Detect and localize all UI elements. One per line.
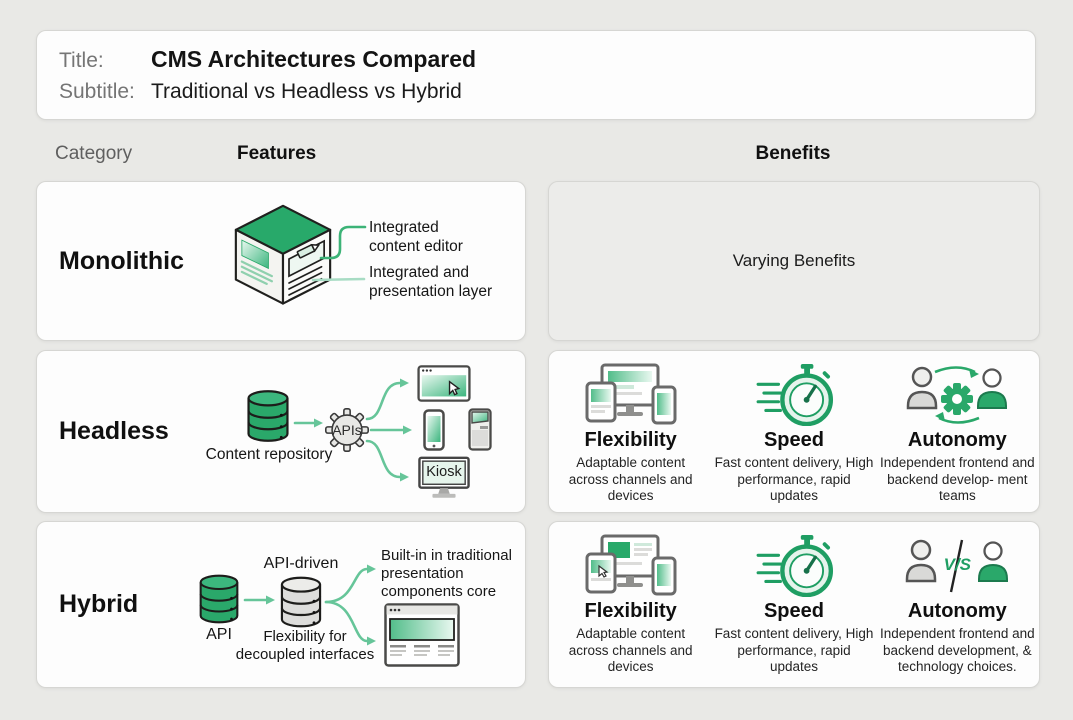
builtin-presentation-label: Built-in in traditional presentation com…: [381, 547, 512, 600]
team-collaboration-icon: [907, 366, 1008, 424]
benefit-title: Autonomy: [907, 600, 1007, 622]
api-database-icon: [199, 574, 239, 624]
hybrid-benefit-autonomy: V/S Autonomy Independent frontend and ba…: [876, 522, 1039, 687]
column-header-benefits: Benefits: [755, 143, 831, 164]
hybrid-features-card: Hybrid API API-driven Flexibility for de…: [36, 521, 526, 688]
column-header-features: Features: [237, 143, 317, 164]
kiosk-monitor-icon: [418, 456, 470, 498]
subtitle-label: Subtitle:: [59, 80, 135, 103]
cursor-icon: [448, 380, 461, 396]
benefit-desc: Fast content delivery, High performance,…: [714, 626, 874, 674]
apis-gear-icon: [325, 408, 369, 452]
headless-benefit-autonomy: Autonomy Independent frontend and backen…: [876, 351, 1039, 512]
vs-label: V/S: [943, 555, 972, 574]
benefit-desc: Independent frontend and backend develop…: [880, 455, 1035, 503]
benefit-desc: Adaptable content across channels and de…: [568, 626, 693, 674]
callout-integrated-editor: Integrated content editor: [369, 219, 463, 255]
monolithic-row-label: Monolithic: [59, 246, 184, 275]
kiosk-screen-label: Kiosk: [426, 464, 462, 480]
benefit-desc: Fast content delivery, High performance,…: [714, 455, 874, 503]
apis-gear-label: APIs: [332, 422, 362, 438]
api-driven-label: API-driven: [263, 555, 339, 572]
headless-benefit-speed: Speed Fast content delivery, High perfor…: [712, 351, 875, 512]
headless-benefit-flexibility: Flexibility Adaptable content across cha…: [549, 351, 712, 512]
page-subtitle: Traditional vs Headless vs Hybrid: [151, 80, 462, 103]
benefit-desc: Adaptable content across channels and de…: [568, 455, 693, 503]
hybrid-benefit-flexibility: Flexibility Adaptable content across cha…: [549, 522, 712, 687]
stopwatch-icon: [756, 363, 834, 426]
pencil-icon: [296, 243, 321, 259]
monolithic-benefits-card: Varying Benefits: [548, 181, 1040, 341]
headless-row-label: Headless: [59, 417, 169, 445]
varying-benefits-text: Varying Benefits: [732, 251, 856, 270]
cms-cube-icon: [234, 204, 332, 305]
smartphone-icon: [423, 409, 445, 451]
callout-integrated-presentation: Integrated and presentation layer: [369, 264, 493, 300]
api-label: API: [206, 626, 232, 643]
webpage-icon: [384, 603, 460, 667]
monolithic-features-card: Monolithic: [36, 181, 526, 341]
benefit-title: Flexibility: [584, 429, 677, 451]
kiosk-terminal-icon: [468, 408, 492, 451]
content-repository-label: Content repository: [205, 446, 333, 463]
cursor-icon: [598, 564, 609, 578]
page-title: CMS Architectures Compared: [151, 46, 477, 72]
hybrid-benefit-speed: Speed Fast content delivery, High perfor…: [712, 522, 875, 687]
benefit-title: Flexibility: [584, 600, 677, 622]
benefit-title: Autonomy: [907, 429, 1007, 451]
content-repository-database-icon: [247, 390, 289, 442]
column-header-category: Category: [55, 143, 133, 164]
benefit-desc: Independent frontend and backend develop…: [880, 626, 1035, 674]
multi-device-icon: [585, 363, 677, 425]
multi-device-icon: [585, 534, 677, 596]
title-label: Title:: [59, 49, 104, 72]
browser-window-icon: [417, 365, 471, 402]
stopwatch-icon: [756, 534, 834, 597]
benefit-title: Speed: [763, 429, 824, 451]
api-driven-database-icon: [280, 576, 322, 628]
hybrid-benefits-card: Flexibility Adaptable content across cha…: [548, 521, 1040, 688]
headless-features-card: Headless Content repository APIs: [36, 350, 526, 513]
benefit-title: Speed: [763, 600, 824, 622]
hybrid-row-label: Hybrid: [59, 590, 139, 618]
versus-teams-icon: [906, 539, 1009, 593]
title-panel: Title: CMS Architectures Compared Subtit…: [36, 30, 1036, 120]
decoupled-interfaces-label: Flexibility for decoupled interfaces: [235, 628, 375, 663]
headless-benefits-card: Flexibility Adaptable content across cha…: [548, 350, 1040, 513]
